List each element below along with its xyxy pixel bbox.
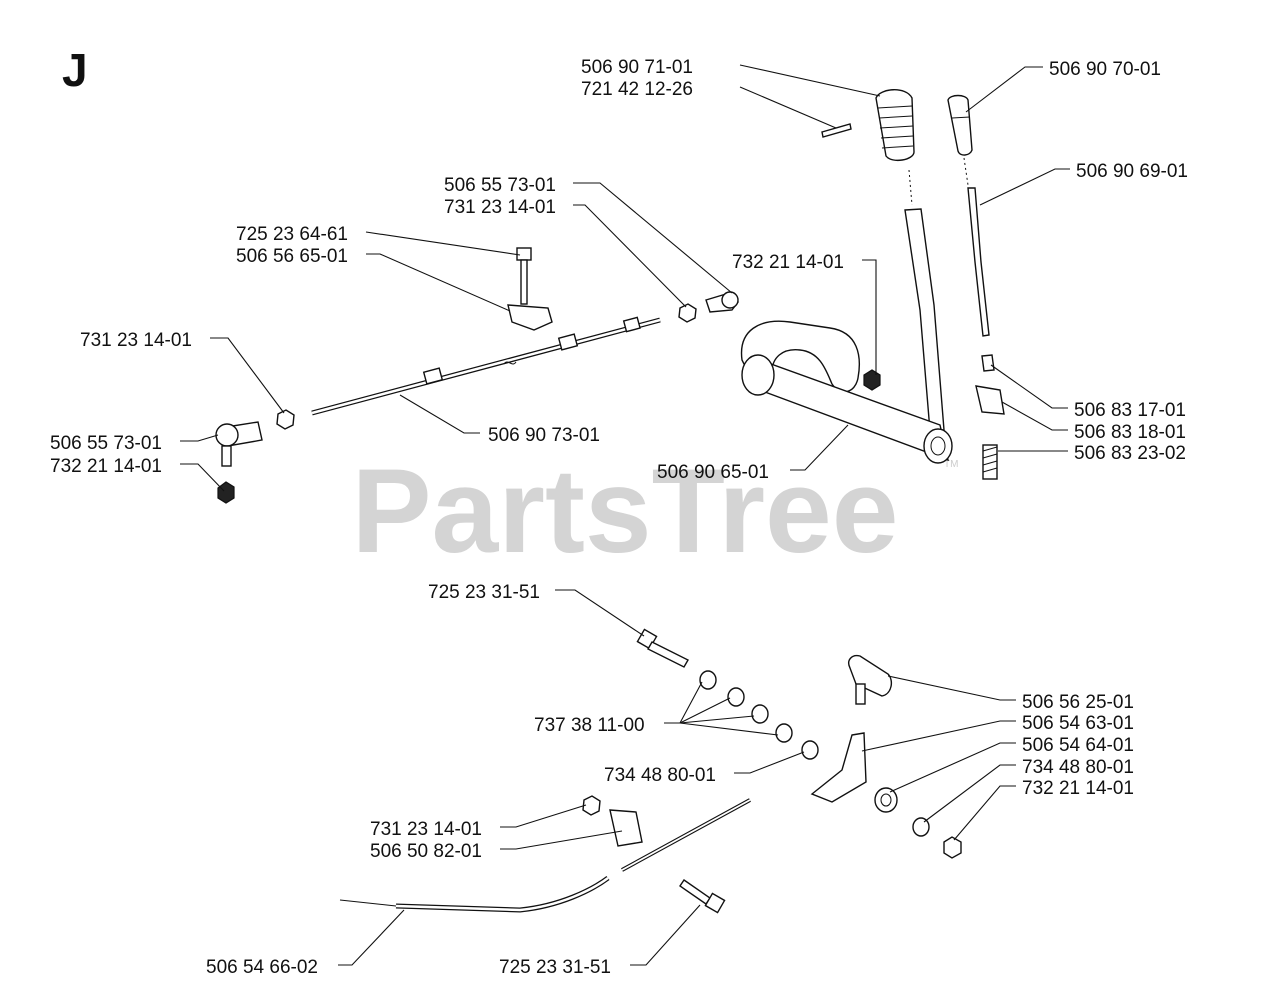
shaft-bracket	[740, 320, 953, 464]
callout-label: 506 90 71-01	[581, 57, 693, 78]
callout-label: 506 90 65-01	[657, 462, 769, 483]
callout-label: 506 83 23-02	[1074, 443, 1186, 464]
rod	[967, 187, 990, 337]
callout-label: 732 21 14-01	[732, 252, 844, 273]
ball-joint-upper	[705, 291, 740, 313]
watermark-trademark: TM	[944, 459, 958, 470]
leader-lines	[180, 64, 1070, 966]
callout-label: 734 48 80-01	[604, 765, 716, 786]
roll-pin	[821, 123, 852, 138]
callout-label: 734 48 80-01	[1022, 757, 1134, 778]
watermark: PartsTree	[351, 444, 898, 578]
washer-1	[699, 670, 717, 690]
callout-labels: 506 90 71-01 721 42 12-26 506 90 70-01 5…	[50, 57, 1188, 978]
callout-label: 506 90 69-01	[1076, 161, 1188, 182]
cable-clamp	[507, 304, 553, 331]
callout-label: 732 21 14-01	[50, 456, 162, 477]
callout-label: 731 23 14-01	[80, 330, 192, 351]
callout-label: 725 23 64-61	[236, 224, 348, 245]
washer-3	[751, 704, 769, 724]
locknut-right	[943, 836, 962, 859]
spring-clip	[975, 385, 1005, 415]
callout-label: 506 90 70-01	[1049, 59, 1161, 80]
callout-label: 506 55 73-01	[444, 175, 556, 196]
cable-clip	[609, 809, 643, 847]
callout-label: 506 56 65-01	[236, 246, 348, 267]
locknut-left	[217, 481, 235, 504]
lower-bolt-top	[636, 628, 689, 668]
cable-assembly	[311, 316, 661, 416]
lower-cable	[339, 798, 751, 913]
callout-label: 506 90 73-01	[488, 425, 600, 446]
callout-label: 506 54 63-01	[1022, 713, 1134, 734]
callout-label: 725 23 31-51	[428, 582, 540, 603]
callout-label: 731 23 14-01	[444, 197, 556, 218]
nut-upper	[678, 303, 697, 323]
shaft-nut	[863, 369, 881, 391]
small-knob	[947, 94, 973, 156]
callout-label: 506 55 73-01	[50, 433, 162, 454]
callout-label: 506 56 25-01	[1022, 692, 1134, 713]
section-letter: J	[62, 44, 88, 96]
washer-5	[801, 740, 819, 760]
spring	[982, 444, 998, 480]
rod-sleeve	[981, 354, 995, 372]
bushing	[874, 787, 898, 813]
lower-bolt-bottom	[679, 879, 726, 914]
nut-lower	[582, 795, 601, 816]
washer-right	[912, 817, 930, 837]
washer-2	[727, 687, 745, 707]
lever-arm	[904, 169, 945, 432]
callout-label: 506 54 64-01	[1022, 735, 1134, 756]
callout-label: 506 54 66-02	[206, 957, 318, 978]
callout-label: 721 42 12-26	[581, 79, 693, 100]
lever-plate	[810, 732, 867, 803]
callout-label: 737 38 11-00	[534, 715, 645, 736]
callout-label: 506 83 18-01	[1074, 422, 1186, 443]
callout-label: 731 23 14-01	[370, 819, 482, 840]
callout-label: 732 21 14-01	[1022, 778, 1134, 799]
nut-left	[276, 409, 295, 430]
callout-label: 506 50 82-01	[370, 841, 482, 862]
callout-label: 725 23 31-51	[499, 957, 611, 978]
washer-4	[775, 723, 793, 743]
clamp-bolt	[516, 247, 532, 305]
lever-grip	[875, 89, 915, 162]
callout-label: 506 83 17-01	[1074, 400, 1186, 421]
lower-knob	[848, 654, 893, 705]
ball-joint-lower	[215, 421, 263, 467]
